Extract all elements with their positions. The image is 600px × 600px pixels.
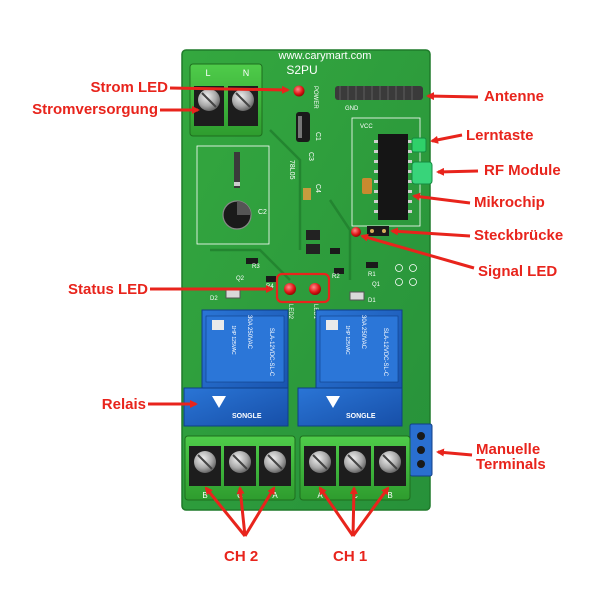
silk-d1: D1 bbox=[368, 298, 376, 304]
arrow-mikrochip bbox=[412, 192, 471, 205]
relay-ch1-rating3: 1HP 125VAC bbox=[344, 325, 350, 355]
silk-q1: Q1 bbox=[372, 282, 381, 288]
arrow-lerntaste bbox=[430, 133, 463, 144]
songle-logo-icon bbox=[212, 396, 226, 408]
board-model: S2PU bbox=[286, 63, 317, 77]
relay-ch1-rating1: 30A 250VAC bbox=[360, 315, 366, 350]
label-signal-led: Signal LED bbox=[478, 263, 558, 280]
power-terminal-block: L N bbox=[189, 63, 263, 137]
silk-c3: C3 bbox=[307, 152, 314, 161]
silk-gnd: GND bbox=[345, 106, 359, 112]
label-terminals: Terminals bbox=[476, 456, 546, 473]
silk-ch2-b: B bbox=[202, 491, 207, 500]
arrow-ch2-b bbox=[236, 486, 247, 537]
arrow-strom-led bbox=[169, 85, 290, 94]
terminal-block-ch1: A C B bbox=[299, 435, 411, 501]
label-ch1: CH 1 bbox=[333, 548, 368, 565]
relay-ch1-brand: SONGLE bbox=[346, 413, 376, 420]
label-manuelle-terminals: Manuelle Terminals bbox=[476, 442, 546, 472]
silk-r2: R2 bbox=[332, 274, 340, 280]
relay-ch2: 30A 250VAC SLA-12VDC-SL-C 1HP 125VAC SON… bbox=[183, 309, 289, 427]
power-led bbox=[293, 85, 305, 97]
silk-n: N bbox=[243, 68, 250, 78]
label-stromversorgung: Stromversorgung bbox=[32, 101, 158, 118]
label-antenne: Antenne bbox=[484, 88, 544, 105]
songle-logo-icon bbox=[326, 396, 340, 408]
relay-ch2-model: SLA-12VDC-SL-C bbox=[268, 328, 274, 377]
silk-c4: C4 bbox=[314, 184, 321, 193]
pcb-traces bbox=[210, 129, 352, 281]
status-led-1 bbox=[309, 283, 321, 295]
silk-78l05: 78L05 bbox=[288, 160, 295, 180]
relay-ch2-brand: SONGLE bbox=[232, 413, 262, 420]
silk-c2: C2 bbox=[258, 209, 267, 216]
manual-terminals bbox=[409, 423, 433, 477]
learn-button bbox=[411, 137, 427, 153]
arrow-signal-led bbox=[360, 233, 475, 270]
arrow-antenne bbox=[426, 92, 479, 101]
arrow-ch1-c bbox=[351, 486, 390, 537]
label-ch2: CH 2 bbox=[224, 548, 259, 565]
relay-ch1-model: SLA-12VDC-SL-C bbox=[382, 328, 388, 377]
silk-power: POWER bbox=[312, 86, 318, 109]
board-url: www.carymart.com bbox=[278, 50, 372, 62]
silk-c1: C1 bbox=[314, 132, 321, 141]
silk-ch1-a: A bbox=[317, 491, 323, 500]
antenna bbox=[335, 86, 423, 100]
label-manuelle: Manuelle bbox=[476, 441, 541, 458]
arrow-ch2-c bbox=[243, 486, 276, 537]
arrow-steckbruecke bbox=[390, 227, 471, 238]
signal-led bbox=[351, 227, 361, 237]
label-status-led: Status LED bbox=[67, 281, 148, 298]
jumper-header bbox=[367, 226, 389, 236]
relay-ch2-rating1: 30A 250VAC bbox=[246, 315, 252, 350]
arrow-rf-module bbox=[436, 167, 479, 176]
silk-d2: D2 bbox=[210, 296, 218, 302]
silk-led2: LED2 bbox=[287, 304, 293, 320]
chip-pins bbox=[374, 140, 412, 213]
silk-vcc: VCC bbox=[360, 124, 373, 130]
silk-l: L bbox=[205, 68, 210, 78]
diode bbox=[234, 152, 240, 188]
label-steckbruecke: Steckbrücke bbox=[474, 227, 564, 244]
status-led-highlight bbox=[275, 272, 331, 304]
arrow-manuelle-terminals bbox=[436, 448, 473, 457]
silk-ch2-a: A bbox=[272, 491, 278, 500]
label-lerntaste: Lerntaste bbox=[466, 127, 534, 144]
silk-r1: R1 bbox=[368, 272, 376, 278]
mikrochip bbox=[378, 134, 408, 220]
callout-arrows bbox=[148, 85, 479, 537]
arrow-ch2-a bbox=[204, 486, 247, 537]
pcb-outline-supply bbox=[196, 145, 270, 245]
arrow-ch1-b bbox=[349, 486, 358, 537]
relay-ch1: 30A 250VAC SLA-12VDC-SL-C 1HP 125VAC SON… bbox=[297, 309, 403, 427]
silk-r3: R3 bbox=[252, 264, 260, 270]
silk-led1: LED1 bbox=[312, 304, 318, 320]
relay-ch2-rating3: 1HP 125VAC bbox=[230, 325, 236, 355]
arrow-ch1-a bbox=[318, 486, 355, 537]
label-strom-led: Strom LED bbox=[90, 79, 168, 96]
silk-ch1-b: B bbox=[387, 491, 392, 500]
silk-q2: Q2 bbox=[236, 276, 245, 282]
label-rf-module: RF Module bbox=[484, 162, 561, 179]
label-relais: Relais bbox=[101, 396, 146, 413]
status-led-2 bbox=[284, 283, 296, 295]
rf-module-crystal bbox=[411, 161, 433, 185]
label-mikrochip: Mikrochip bbox=[474, 194, 545, 211]
